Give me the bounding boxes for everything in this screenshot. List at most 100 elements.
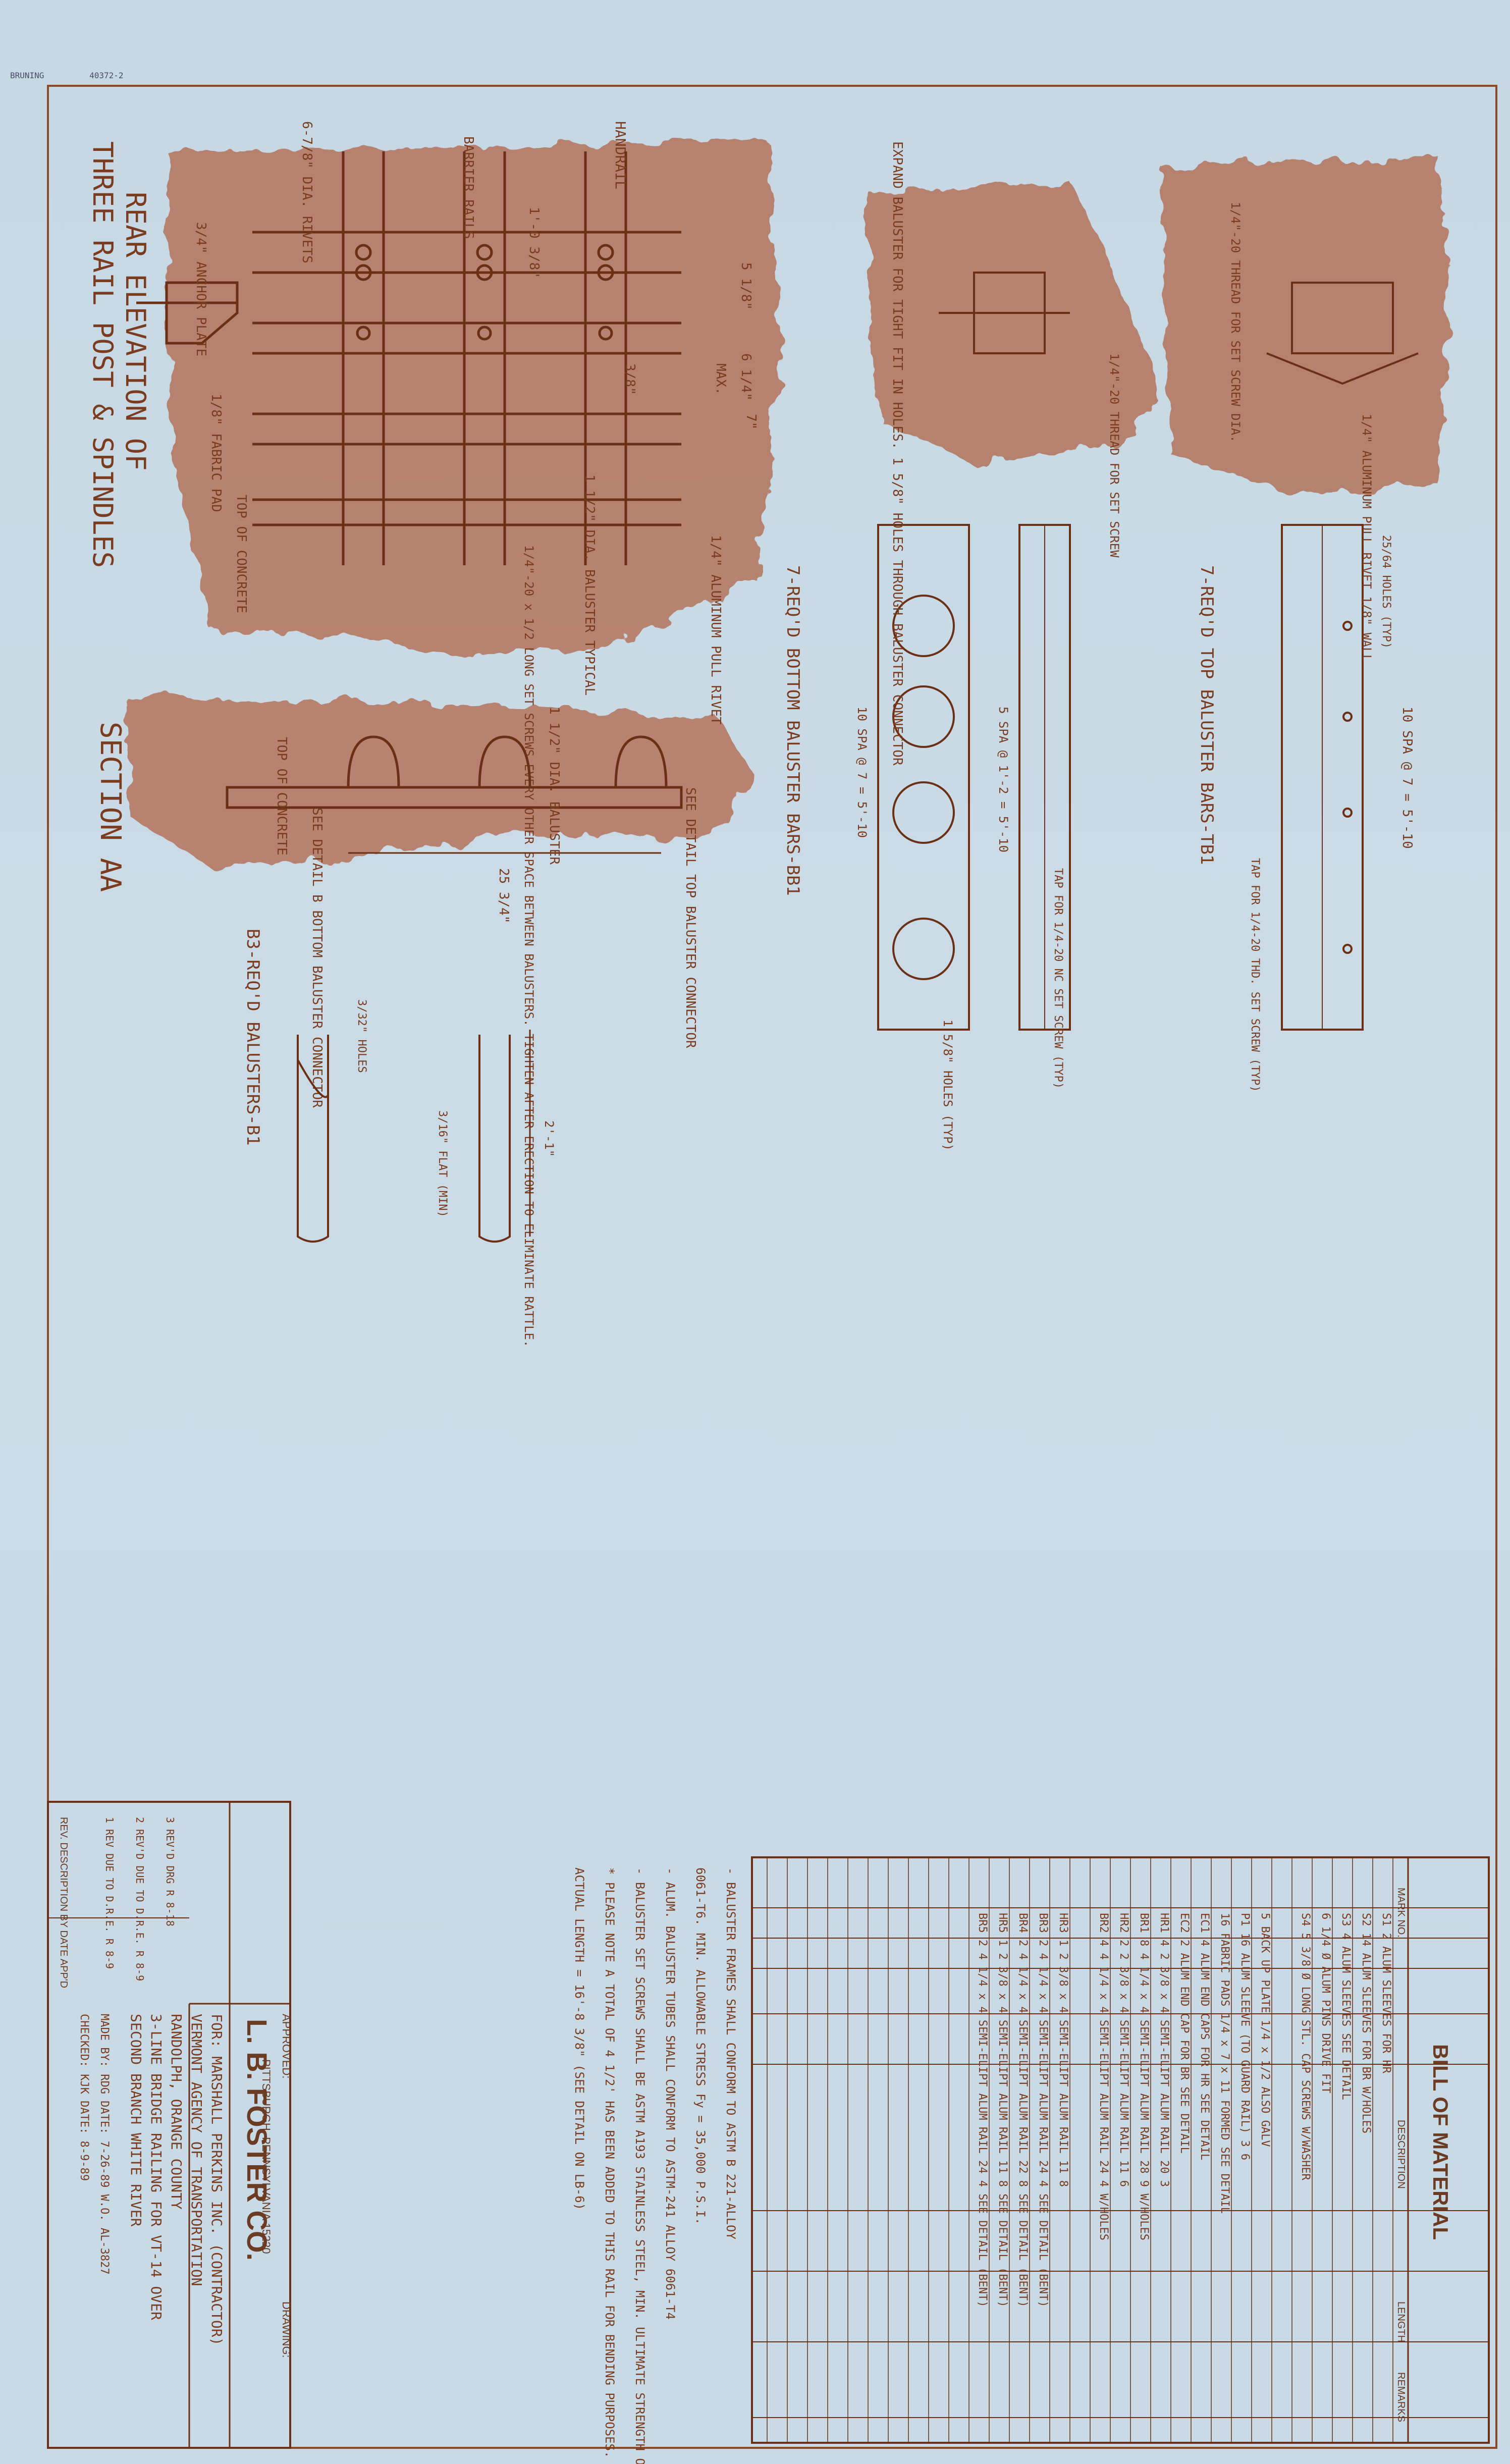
connector-detail-a — [939, 272, 1419, 385]
top-bars-spacing: 10 SPA @ 7 = 5'-10 — [1399, 707, 1415, 849]
label-dim-3-8: 3/8" — [622, 363, 637, 395]
label-dim-6-1-4: 6 1/4" — [738, 353, 753, 401]
rear-elevation-labels: REAR ELEVATION OF THREE RAIL POST & SPIN… — [87, 121, 759, 1347]
label-barrier-rails: BARRIER RAILS — [461, 136, 476, 239]
bom-row-12: BR1 8 4 1/4 x 4 SEMI-ELIPT ALUM RAIL 28 … — [1138, 1913, 1150, 2240]
rear-elevation-detail — [136, 151, 681, 565]
section-aa-see-detail-b: SEE DETAIL B BOTTOM BALUSTER CONNECTOR — [309, 808, 325, 1108]
connector-labels: EXPAND BALUSTER FOR TIGHT FIT IN HOLES. … — [890, 141, 1374, 766]
note-3: - ALUM. BALUSTER TUBES SHALL CONFORM TO … — [663, 1867, 677, 2320]
connector-thread: 1/4"-20 THREAD FOR SET SCREW — [1107, 353, 1121, 558]
top-bars-title: 7-REQ'D TOP BALUSTER BARS-TB1 — [1197, 565, 1217, 865]
project-line-4: 3-LINE BRIDGE RAILING FOR VT-14 OVER — [148, 2014, 165, 2320]
checked-by: CHECKED: KJK DATE: 8-9-89 — [78, 2014, 90, 2181]
bom-header-remarks: REMARKS — [1395, 2372, 1407, 2422]
bottom-bars-spacing: 10 SPA @ 7 = 5'-10 — [855, 707, 869, 838]
bom-row-14: BR2 4 4 1/4 x 4 SEMI-ELIPT ALUM RAIL 24 … — [1097, 1913, 1110, 2240]
project-line-2: VERMONT AGENCY OF TRANSPORTATION — [188, 2014, 205, 2286]
bom-row-5: S4 5 3/8 Ø LONG STL. CAP SCREWS W/WASHER — [1299, 1913, 1312, 2181]
bom-row-9: EC1 4 ALUM END CAPS FOR HR SEE DETAIL — [1198, 1913, 1211, 2160]
bom-row-15: HR3 1 2 3/8 x 4 SEMI-ELIPT ALUM RAIL 11 … — [1057, 1913, 1069, 2187]
rev-2: 2 REV'D DUE TO D.R.E. R 8-9 — [134, 1817, 146, 1981]
drawing-label: DRAWING: — [280, 2301, 293, 2358]
bom-row-6: 5 BACK UP PLATE 1/4 x 1/2 ALSO GALV — [1259, 1913, 1271, 2147]
top-bars-holes: 25/64 HOLES (TYP) — [1380, 535, 1392, 649]
bom-title: BILL OF MATERIAL — [1429, 2044, 1452, 2240]
note-6: ACTUAL LENGTH = 16'-8 3/8" (SEE DETAIL O… — [572, 1867, 586, 2210]
bom-row-3: S3 4 ALUM SLEEVES SEE DETAIL — [1339, 1913, 1352, 2100]
notes: - BALUSTER FRAMES SHALL CONFORM TO ASTM … — [572, 1867, 738, 2464]
balusters-holes: 3/32" HOLES — [355, 999, 368, 1073]
connector-expand-note: EXPAND BALUSTER FOR TIGHT FIT IN HOLES. … — [890, 141, 905, 766]
header-code: 40372-2 — [89, 71, 124, 80]
bottom-bars-holes: 1 5/8" HOLES (TYP) — [941, 1020, 955, 1151]
bottom-bars-title: 7-REQ'D BOTTOM BALUSTER BARS-BB1 — [783, 565, 803, 896]
title-block: L. B. FOSTER CO. PITTSBURGH, PENNSYLVANI… — [47, 1801, 293, 2449]
section-aa-see-detail-top: SEE DETAIL TOP BALUSTER CONNECTOR — [683, 787, 698, 1048]
label-dia-rivets: 6-7/8" DIA. RIVETS — [299, 121, 314, 263]
bottom-baluster-bars — [877, 524, 1071, 1031]
bom-row-7: P1 16 ALUM SLEEVE (TO GUARD RAIL) 3 6 — [1238, 1913, 1251, 2160]
sheet-border — [47, 85, 1497, 2449]
company-name: L. B. FOSTER CO. — [241, 2019, 273, 2261]
label-baluster-typical: 1 1/2" DIA. BALUSTER TYPICAL — [582, 474, 597, 695]
bom-row-17: BR4 2 4 1/4 x 4 SEMI-ELIPT ALUM RAIL 22 … — [1016, 1913, 1029, 2307]
section-aa-title: SECTION AA — [94, 722, 127, 892]
note-2: 6061-T6. MIN. ALLOWABLE STRESS Fy = 35,0… — [693, 1867, 708, 2225]
project-for: FOR: MARSHALL PERKINS INC. (CONTRACTOR) — [208, 2014, 225, 2345]
section-aa-baluster: 1 1/2" DIA. BALUSTER — [547, 707, 562, 865]
bill-of-material: BILL OF MATERIAL MARK NO. DESCRIPTION LE… — [751, 1856, 1490, 2444]
top-bars-tap: TAP FOR 1/4-20 THD. SET SCREW (TYP) — [1249, 858, 1261, 1092]
company-address: PITTSBURGH, PENNSYLVANIA 15220 — [260, 2059, 273, 2254]
top-bars-labels: 7-REQ'D TOP BALUSTER BARS-TB1 10 SPA @ 7… — [1197, 535, 1415, 1092]
note-1: - BALUSTER FRAMES SHALL CONFORM TO ASTM … — [724, 1867, 738, 2239]
label-fabric-pad: 1/8" FABRIC PAD — [208, 394, 224, 512]
label-set-screws-note: 1/4"-20 x 1/2 LONG SET SCREWS EVERY OTHE… — [522, 545, 536, 1347]
project-line-3: RANDOLPH, ORANGE COUNTY — [168, 2014, 185, 2210]
bom-row-16: BR3 2 4 1/4 x 4 SEMI-ELIPT ALUM RAIL 24 … — [1037, 1913, 1049, 2307]
bom-row-8: 16 FABRIC PADS 1/4 x 7 x 11 FORMED SEE D… — [1218, 1913, 1231, 2214]
bom-row-19: BR5 2 4 1/4 x 4 SEMI-ELIPT ALUM RAIL 24 … — [976, 1913, 989, 2307]
bom-header-description: DESCRIPTION — [1395, 2120, 1407, 2189]
header-strip: BRUNING 40372-2 — [10, 71, 164, 80]
bottom-bars-tap: TAP FOR 1/4-20 NC SET SCREW (TYP) — [1052, 868, 1064, 1089]
label-dim-7: 7" — [743, 414, 759, 430]
label-handrail: HANDRAIL — [612, 121, 629, 189]
made-by: MADE BY: RDG DATE: 7-26-89 W.O. AL-3827 — [98, 2014, 111, 2275]
balusters-labels: B3-REQ'D BALUSTERS-B1 2'-1" 3/16" FLAT (… — [243, 929, 556, 1217]
bom-row-2: S2 14 ALUM SLEEVES FOR BR W/HOLES — [1360, 1913, 1372, 2133]
bottom-bars-spacing-2: 5 SPA @ 1'-2 = 5'-10 — [996, 707, 1010, 852]
section-aa — [226, 735, 683, 854]
bom-header-mark: MARK NO. — [1395, 1888, 1407, 1938]
label-dim-5-1-8: 5 1/8" — [738, 262, 753, 310]
label-aluminum-pull-rivet: 1/4" ALUMINUM PULL RIVET — [708, 535, 723, 725]
bottom-bars-labels: 7-REQ'D BOTTOM BALUSTER BARS-BB1 10 SPA … — [783, 565, 1064, 1151]
rev-header: REV. DESCRIPTION BY DATE APP'D — [58, 1817, 69, 1988]
label-top-of-concrete: TOP OF CONCRETE — [234, 495, 249, 613]
balusters-flat: 3/16" FLAT (MIN) — [436, 1110, 449, 1217]
note-5: * PLEASE NOTE A TOTAL OF 4 1/2' HAS BEEN… — [603, 1867, 617, 2464]
project-line-5: SECOND BRANCH WHITE RIVER — [128, 2014, 144, 2227]
rear-elevation-title-2: THREE RAIL POST & SPINDLES — [87, 141, 119, 568]
bom-row-1: S1 2 ALUM SLEEVES FOR HR — [1380, 1913, 1392, 2074]
header-brand: BRUNING — [10, 71, 44, 80]
approved-label: APPROVED: — [280, 2014, 293, 2078]
bom-row-10: EC2 2 ALUM END CAP FOR BR SEE DETAIL — [1178, 1913, 1191, 2154]
bom-row-11: HR1 4 2 3/8 x 4 SEMI-ELIPT ALUM RAIL 20 … — [1158, 1913, 1170, 2187]
section-aa-width: 25 3/4" — [496, 868, 511, 924]
connector-pull-rivet: 1/4" ALUMINUM PULL RIVET 1/8" WALL — [1360, 414, 1374, 662]
note-4: - BALUSTER SET SCREWS SHALL BE ASTM A193… — [633, 1867, 647, 2464]
rev-3: 1 REV DUE TO D.R.E. R 8-9 — [103, 1817, 116, 1969]
label-max: MAX. — [713, 363, 728, 395]
section-aa-top-concrete: TOP OF CONCRETE — [274, 737, 289, 855]
bom-header-length: LENGTH — [1395, 2301, 1407, 2342]
bom-row-18: HR5 1 2 3/8 x 4 SEMI-ELIPT ALUM RAIL 11 … — [996, 1913, 1009, 2307]
rear-elevation-title-1: REAR ELEVATION OF — [120, 192, 151, 471]
balusters-b1 — [297, 1030, 531, 1243]
label-anchor-plate: 3/4" ANCHOR PLATE — [193, 222, 208, 356]
top-baluster-bars — [1281, 524, 1364, 1031]
stain-patches — [126, 141, 1448, 868]
bom-row-4: 6 1/4 Ø ALUM PINS DRIVE FIT — [1319, 1913, 1332, 2094]
